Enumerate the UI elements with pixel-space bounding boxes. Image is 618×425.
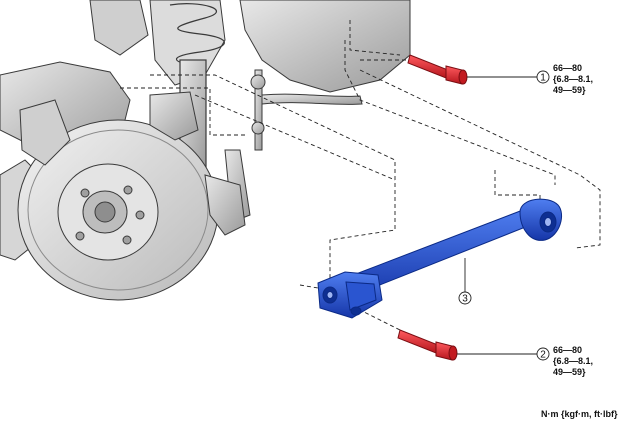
units-note: N·m {kgf·m, ft·lbf}: [541, 409, 618, 419]
callout-marker-1: 1: [536, 70, 550, 84]
torque-spec-1: 66—80 {6.8—8.1, 49—59}: [553, 63, 593, 96]
callout-marker-2: 2: [536, 347, 550, 361]
knuckle: [19, 91, 246, 236]
bolt-2: [397, 329, 458, 361]
stabilizer-bar: [224, 69, 363, 223]
lateral-link: [317, 198, 562, 319]
callout-leaders: [457, 76, 537, 355]
reference-lines: [120, 20, 601, 331]
part-marker-3: 3: [458, 291, 472, 305]
svg-text:1: 1: [540, 73, 546, 84]
bolt-1: [407, 54, 468, 85]
torque-kgfm: {6.8—8.1,: [553, 74, 594, 84]
torque-nm: 66—80: [553, 345, 583, 355]
torque-ftlbf: 49—59}: [553, 367, 586, 377]
torque-nm: 66—80: [553, 63, 583, 73]
torque-kgfm: {6.8—8.1,: [553, 356, 594, 366]
torque-spec-2: 66—80 {6.8—8.1, 49—59}: [553, 345, 593, 378]
svg-text:3: 3: [462, 294, 468, 305]
torque-ftlbf: 49—59}: [553, 85, 586, 95]
svg-text:2: 2: [540, 350, 546, 361]
